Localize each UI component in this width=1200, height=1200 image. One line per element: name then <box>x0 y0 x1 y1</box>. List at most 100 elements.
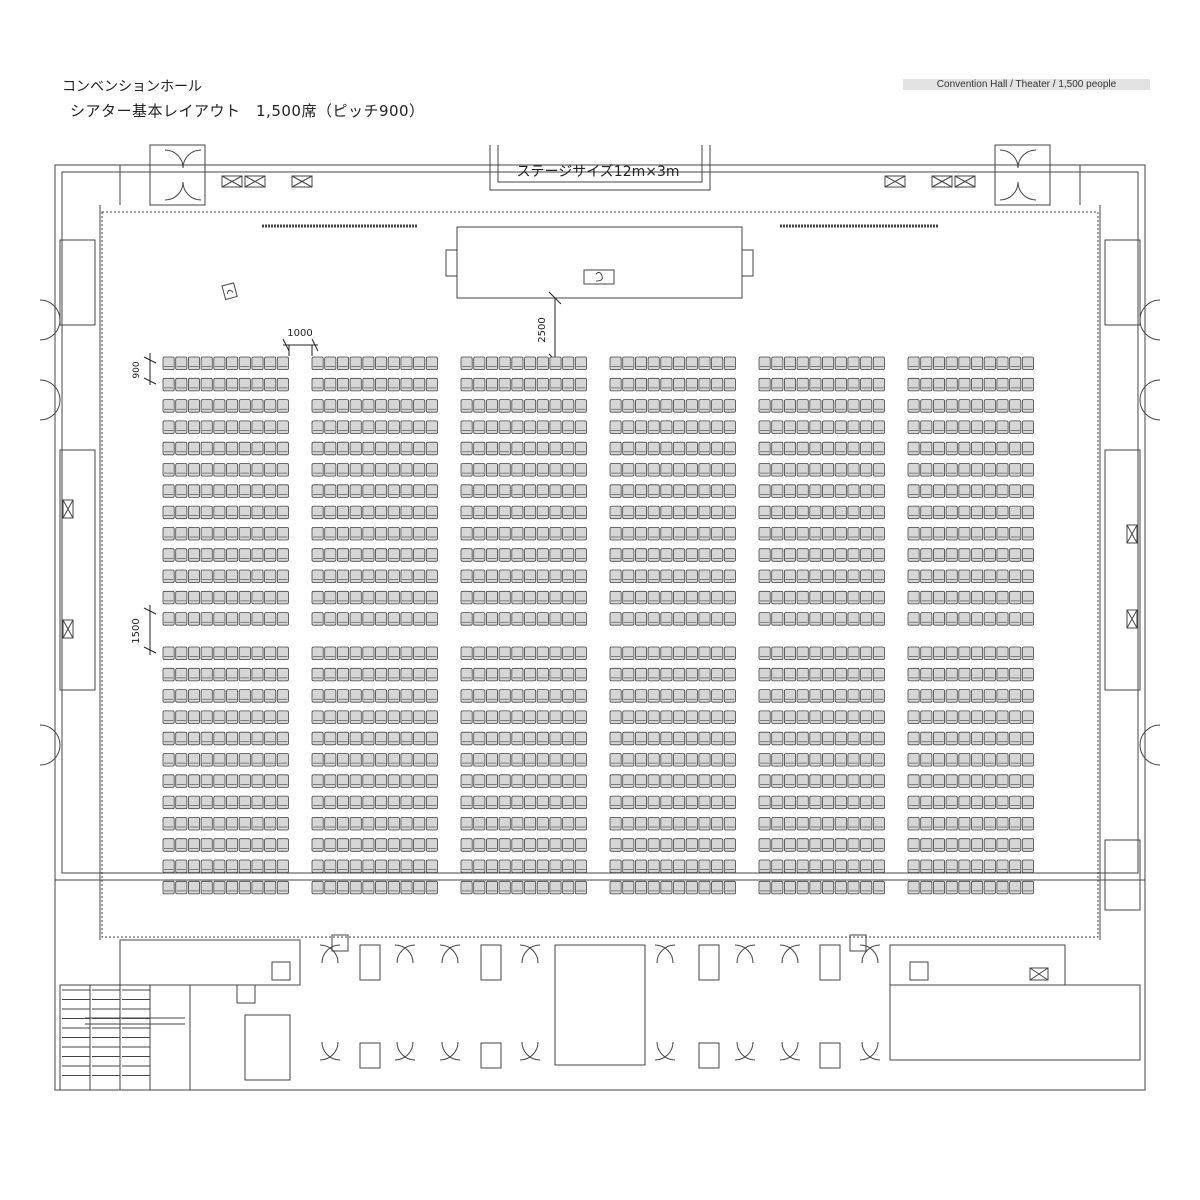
seat <box>834 484 847 498</box>
seat <box>524 646 537 661</box>
seat <box>460 463 473 477</box>
seat <box>549 795 562 810</box>
seat <box>822 838 835 852</box>
seat <box>311 646 324 661</box>
seat <box>251 569 264 584</box>
seat <box>771 377 784 392</box>
seat <box>473 527 486 541</box>
seat <box>574 505 587 520</box>
seat <box>945 356 958 371</box>
seat <box>213 646 226 661</box>
seat <box>349 731 362 746</box>
seat <box>511 569 524 584</box>
seat <box>511 795 524 810</box>
door-swing <box>441 1041 461 1061</box>
seat <box>200 548 213 562</box>
seat <box>375 505 388 520</box>
seat <box>723 484 736 498</box>
seat <box>425 356 438 371</box>
seat <box>907 569 920 584</box>
seat <box>920 731 933 746</box>
seat <box>324 859 337 874</box>
seat <box>860 667 873 682</box>
seat <box>387 420 400 434</box>
seat <box>723 646 736 661</box>
seat <box>1009 753 1022 767</box>
seat <box>524 548 537 562</box>
seat <box>387 527 400 541</box>
seat <box>200 356 213 371</box>
seat <box>200 569 213 584</box>
seat <box>711 463 724 477</box>
seat <box>187 612 200 626</box>
seat <box>213 484 226 498</box>
seat <box>647 612 660 626</box>
seat <box>647 356 660 371</box>
seat <box>264 880 277 895</box>
seat <box>958 420 971 434</box>
seat <box>162 612 175 626</box>
seat <box>711 356 724 371</box>
seat <box>213 505 226 520</box>
seat <box>187 646 200 661</box>
seat <box>574 441 587 456</box>
seat <box>473 590 486 605</box>
seat <box>920 880 933 895</box>
seat <box>251 689 264 703</box>
seat <box>933 548 946 562</box>
seat <box>162 548 175 562</box>
seat <box>920 356 933 371</box>
seat <box>162 667 175 682</box>
seat <box>784 710 797 724</box>
seat <box>872 399 885 413</box>
seat <box>460 880 473 895</box>
seat <box>213 441 226 456</box>
door-swing <box>521 1041 541 1061</box>
seat <box>425 569 438 584</box>
seat <box>251 838 264 852</box>
seat <box>996 646 1009 661</box>
seat <box>336 689 349 703</box>
seat <box>933 646 946 661</box>
seat <box>723 399 736 413</box>
seat <box>933 795 946 810</box>
seat <box>996 774 1009 788</box>
seat <box>872 484 885 498</box>
seat <box>958 399 971 413</box>
seat <box>562 527 575 541</box>
seat <box>860 731 873 746</box>
seat <box>622 505 635 520</box>
seat <box>460 569 473 584</box>
seat <box>847 399 860 413</box>
seat <box>758 484 771 498</box>
seat <box>796 441 809 456</box>
seat <box>473 484 486 498</box>
seat <box>647 731 660 746</box>
seat <box>1021 667 1034 682</box>
seat <box>920 859 933 874</box>
seat <box>362 377 375 392</box>
seat <box>549 356 562 371</box>
seat <box>311 484 324 498</box>
seat <box>311 795 324 810</box>
door-swing <box>859 944 879 964</box>
seat <box>723 527 736 541</box>
seat <box>847 646 860 661</box>
seat <box>264 399 277 413</box>
seat <box>324 420 337 434</box>
seat <box>660 795 673 810</box>
seat <box>387 441 400 456</box>
seat <box>673 838 686 852</box>
seat <box>1009 612 1022 626</box>
seat <box>920 612 933 626</box>
seat <box>822 420 835 434</box>
door-swing <box>656 944 676 964</box>
seat <box>362 859 375 874</box>
seat <box>860 420 873 434</box>
seat <box>238 505 251 520</box>
seat <box>996 441 1009 456</box>
seat <box>958 505 971 520</box>
seat <box>324 612 337 626</box>
seat <box>847 590 860 605</box>
door-swing <box>736 944 756 964</box>
